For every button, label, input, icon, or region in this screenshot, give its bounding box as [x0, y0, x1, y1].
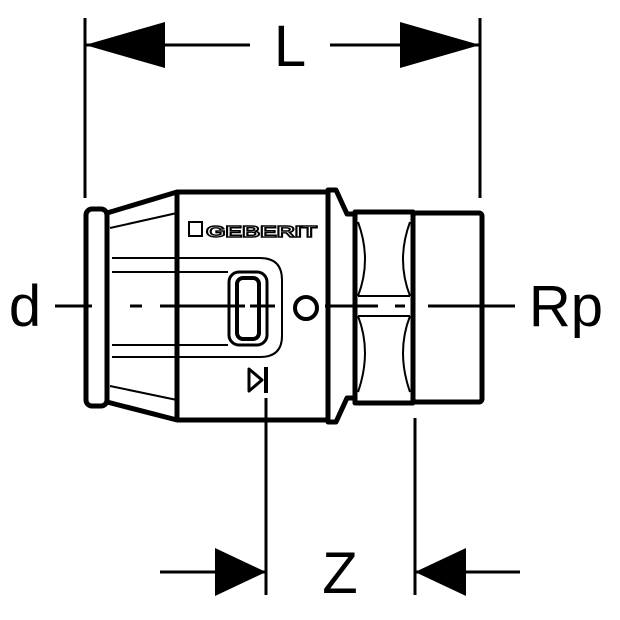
arrowhead-z-left — [215, 548, 266, 596]
length-label: L — [274, 14, 306, 79]
z-label: Z — [322, 541, 357, 606]
z-dimension — [160, 398, 520, 596]
geberit-logo: GEBERIT — [188, 221, 318, 242]
inspection-window — [112, 257, 283, 358]
arrowhead-z-right — [415, 548, 466, 596]
fitting-body — [83, 187, 485, 425]
diameter-label: d — [9, 274, 41, 339]
marker-hole — [293, 295, 319, 321]
arrowhead-right — [400, 22, 480, 68]
svg-text:GEBERIT: GEBERIT — [206, 224, 317, 241]
threaded-end — [410, 210, 485, 405]
insertion-mark-icon — [247, 367, 264, 393]
thread-label: Rp — [529, 274, 603, 339]
length-dimension — [83, 18, 482, 198]
arrowhead-left — [85, 22, 165, 68]
indicator-slot — [227, 270, 269, 347]
